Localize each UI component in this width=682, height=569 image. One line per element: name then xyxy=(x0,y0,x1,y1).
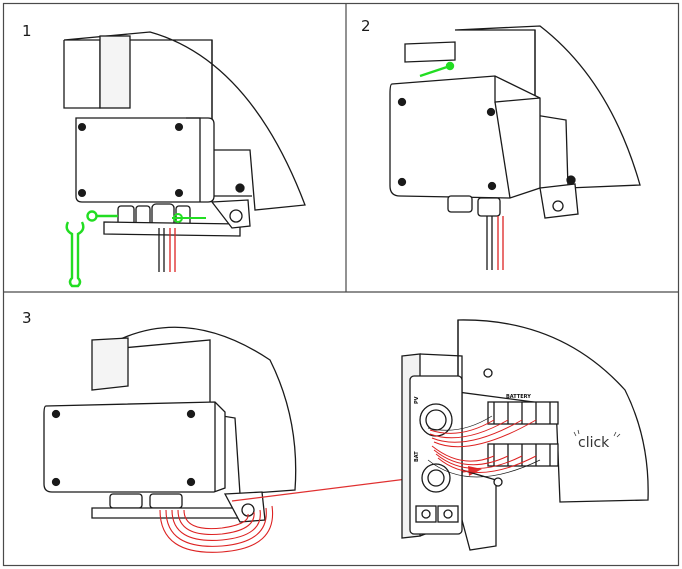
click-label: click xyxy=(578,435,610,451)
panel-2-illustration xyxy=(389,25,641,270)
panel-1-illustration xyxy=(63,31,306,272)
panel-1-number: 1 xyxy=(22,22,32,40)
connector-block xyxy=(487,401,559,425)
panel-3-left-illustration xyxy=(43,326,297,523)
cable-bundle xyxy=(429,419,537,473)
bat-label: BAT xyxy=(414,451,420,462)
click-sparks xyxy=(573,429,621,438)
cable-outline xyxy=(427,415,541,478)
green-screw-arrow xyxy=(419,61,455,78)
cable-bundle xyxy=(159,505,274,553)
panel-3-number: 3 xyxy=(22,309,32,327)
panel-3-right-illustration xyxy=(401,319,649,551)
battery-label: BATTERY xyxy=(506,394,531,400)
screw-icon xyxy=(172,213,206,223)
panel-2-number: 2 xyxy=(361,17,371,35)
pv-label: PV xyxy=(414,396,420,404)
wrench-icon xyxy=(65,210,118,288)
